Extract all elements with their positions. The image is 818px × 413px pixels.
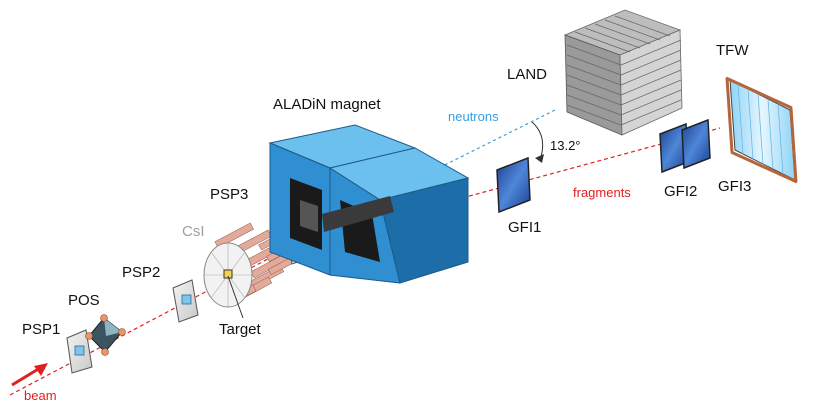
label-psp2: PSP2 [122,264,160,281]
gfi1-detector [496,156,531,214]
label-beam: beam [24,388,57,403]
angle-arc [531,121,544,161]
label-land: LAND [507,66,547,83]
label-psp3: PSP3 [210,186,248,203]
label-gfi2: GFI2 [664,183,697,200]
label-angle: 13.2° [550,138,581,153]
label-neutrons: neutrons [448,109,499,124]
target-pointer [227,275,244,319]
label-pos: POS [68,292,100,309]
psp2-detector [172,279,199,323]
land-detector [563,9,683,136]
beam-arrow [11,363,48,387]
target-marker [223,269,233,279]
label-csi: CsI [182,223,205,240]
label-fragments: fragments [573,185,631,200]
label-tfw: TFW [716,42,749,59]
label-gfi3: GFI3 [718,178,751,195]
label-gfi1: GFI1 [508,219,541,236]
tfw-detector [725,76,798,184]
pos-detector [85,314,126,356]
label-magnet: ALADiN magnet [273,96,381,113]
label-psp1: PSP1 [22,321,60,338]
gfi2-detector [659,118,711,174]
psp1-detector [66,329,93,374]
label-target: Target [219,321,262,338]
aladin-magnet [268,124,470,284]
